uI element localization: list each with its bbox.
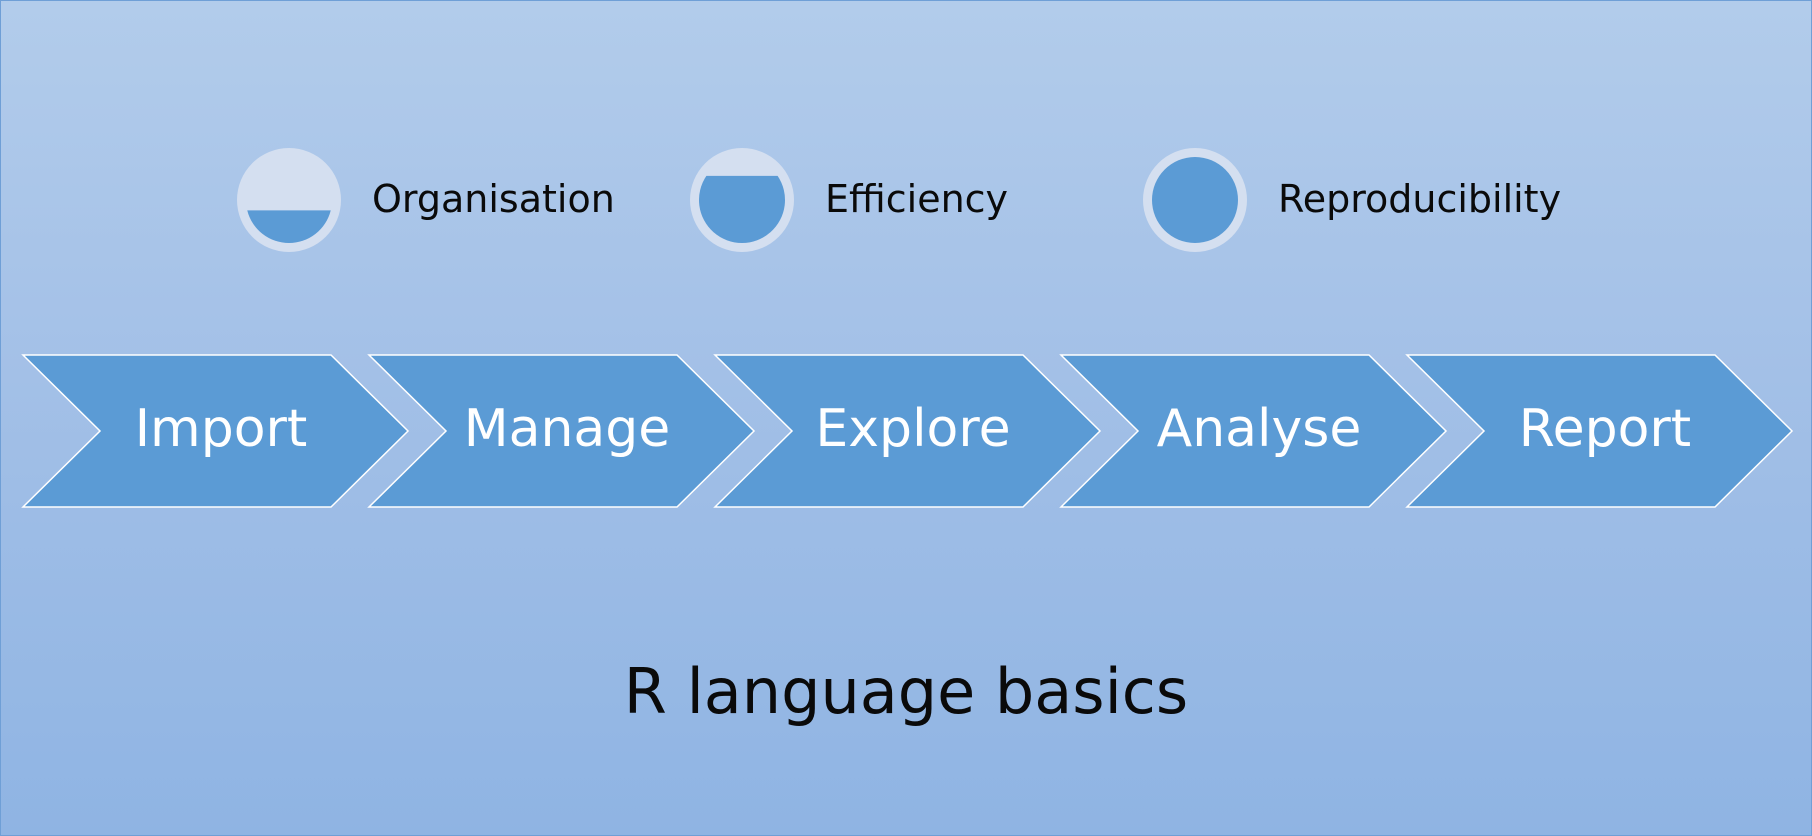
- chevron-manage: [367, 354, 756, 508]
- chevron-import: [21, 354, 410, 508]
- legend-fill-organisation: [247, 210, 331, 243]
- chevron-report: [1405, 354, 1794, 508]
- chevron-explore: [713, 354, 1102, 508]
- step-label-report: Report: [1518, 399, 1692, 459]
- chevron-analyse: [1059, 354, 1448, 508]
- step-label-manage: Manage: [463, 399, 671, 459]
- footer-title: R language basics: [623, 655, 1189, 728]
- step-label-import: Import: [134, 399, 308, 459]
- step-label-analyse: Analyse: [1156, 399, 1362, 459]
- legend-fill-efficiency: [699, 175, 785, 243]
- legend-label-reproducibility: Reproducibility: [1278, 177, 1562, 221]
- legend-fill-reproducibility: [1152, 157, 1238, 243]
- legend-label-efficiency: Efficiency: [825, 177, 1009, 221]
- legend-label-organisation: Organisation: [372, 177, 615, 221]
- step-label-explore: Explore: [815, 399, 1011, 459]
